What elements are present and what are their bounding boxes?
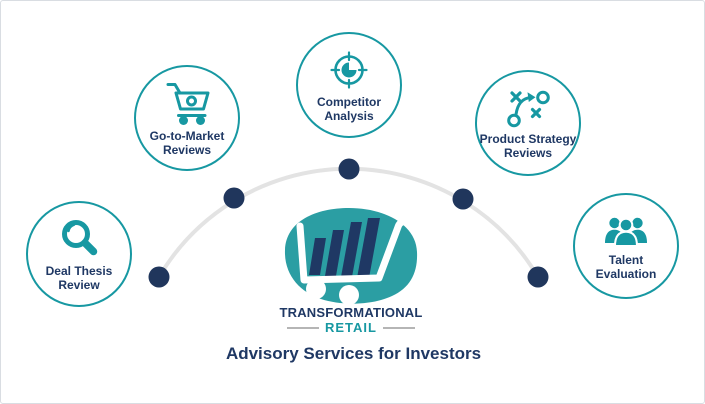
bubble-competitor-analysis: Competitor Analysis [296,32,402,138]
bubble-deal-thesis-review: Deal Thesis Review [26,201,132,307]
shopping-cart-icon [163,80,211,126]
brand-name-line1: TRANSFORMATIONAL [279,305,423,320]
arc-node-dot [148,266,170,288]
arc-node-dot [452,188,474,210]
brand-name-line2-row: RETAIL [256,320,446,335]
magnifier-icon [56,217,102,261]
arc-node-dot [223,187,245,209]
bubble-label: Competitor Analysis [317,94,381,123]
logo-cart-outline [296,218,414,284]
brand-rule-right [382,326,415,329]
diagram-caption: Advisory Services for Investors [225,344,482,363]
bubble-label: Talent Evaluation [595,252,657,281]
brand-rule-left [287,326,319,329]
strategy-play-icon [504,87,552,129]
bubble-label: Product Strategy Reviews [479,131,577,160]
arc-node-dot [338,158,360,180]
logo-cart-wheel [306,279,326,299]
brand-name-line2: RETAIL [325,320,377,335]
brand-logo-mark [284,208,418,305]
arc-node-dot [527,266,549,288]
bubble-product-strategy-reviews: Product Strategy Reviews [475,70,581,176]
bubble-go-to-market-reviews: Go-to-Market Reviews [134,65,240,171]
logo-cart-wheel [339,285,359,305]
bubble-label: Go-to-Market Reviews [149,128,225,157]
bubble-label: Deal Thesis Review [45,263,113,292]
target-pie-icon [326,48,372,92]
people-group-icon [602,212,650,250]
logo-bars [309,218,380,278]
bubble-talent-evaluation: Talent Evaluation [573,193,679,299]
